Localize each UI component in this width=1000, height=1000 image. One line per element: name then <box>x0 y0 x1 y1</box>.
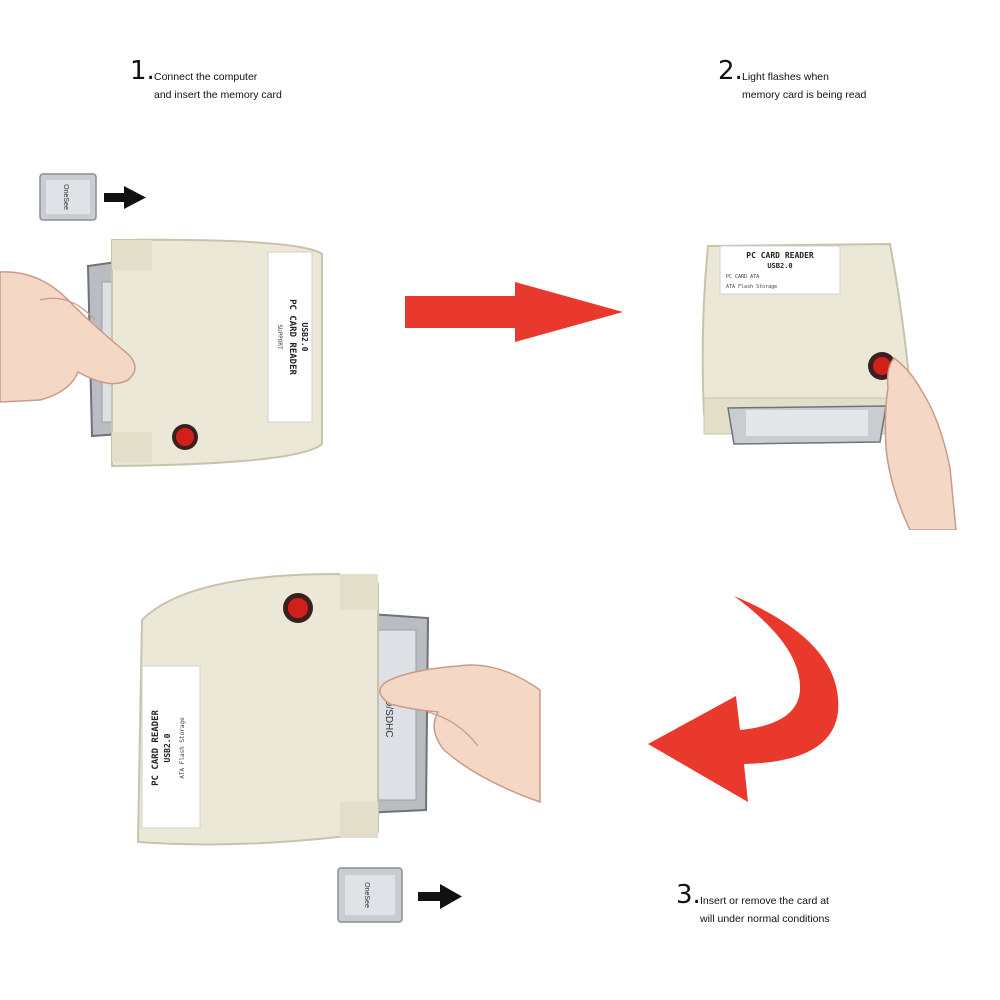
reader-support-label: SUPPORT <box>276 324 283 350</box>
reader-3-title-label: PC CARD READER <box>151 709 161 785</box>
card-reader-device: PC CARD READER USB2.0 SUPPORT <box>111 238 323 468</box>
red-arrow-right-icon <box>405 282 623 342</box>
small-card-icon: OneSee <box>39 173 97 221</box>
step-1-line-2: and insert the memory card <box>154 89 282 101</box>
right-arrow-icon-3 <box>418 884 462 909</box>
small-card-label-3: OneSee <box>363 882 370 908</box>
card-reader-device-3: PC CARD READER USB2.0 ATA Flash Storage <box>136 572 379 846</box>
reader-light-scene: PC CARD READER USB2.0 PC CARD ATA ATA Fl… <box>690 238 960 530</box>
indicator-light-2 <box>873 357 891 375</box>
step-3-line-2: will under normal conditions <box>700 913 830 925</box>
reader-2-line-c: ATA Flash Storage <box>726 284 777 290</box>
red-right-arrow <box>405 282 625 342</box>
step-3-line-1: Insert or remove the card at <box>700 895 829 907</box>
small-card-icon-3: OneSee <box>337 867 403 923</box>
hand-illustration <box>0 271 136 403</box>
reader-remove-scene: SD/SDHC PC CARD READER USB2.0 ATA Flash … <box>128 570 548 850</box>
small-card-label: OneSee <box>62 184 69 210</box>
red-curved-arrow-icon <box>648 596 839 802</box>
step-3-number: 3. <box>676 880 701 910</box>
hand-illustration-2 <box>884 356 957 530</box>
reader-3-subtitle-label: USB2.0 <box>163 733 172 762</box>
reader-insert-scene: SD/SDHC PC CARD READER USB2.0 SUPPORT <box>0 232 330 472</box>
step-1-number: 1. <box>130 56 155 86</box>
step-1-line-1: Connect the computer <box>154 71 258 83</box>
hand-illustration-3 <box>379 664 541 804</box>
reader-subtitle-label: USB2.0 <box>300 323 309 352</box>
small-card-scene-3: OneSee <box>336 866 466 926</box>
reader-title-label: PC CARD READER <box>287 299 297 375</box>
reader-3-line-c: ATA Flash Storage <box>179 717 186 779</box>
card-label-3: SD/SDHC <box>383 692 394 737</box>
reader-2-line-b: PC CARD ATA <box>726 274 759 280</box>
red-curved-arrow <box>648 592 848 806</box>
step-2-line-1: Light flashes when <box>742 71 829 83</box>
reader-2-title-label: PC CARD READER <box>746 251 814 260</box>
step-2-number: 2. <box>718 56 743 86</box>
right-arrow-icon <box>104 186 146 209</box>
reader-2-subtitle-label: USB2.0 <box>767 262 792 270</box>
indicator-light-3 <box>288 598 308 618</box>
indicator-light <box>176 428 194 446</box>
step-2-line-2: memory card is being read <box>742 89 867 101</box>
pc-card-adapter-2 <box>727 405 887 445</box>
small-card-scene-1: OneSee <box>38 172 150 224</box>
